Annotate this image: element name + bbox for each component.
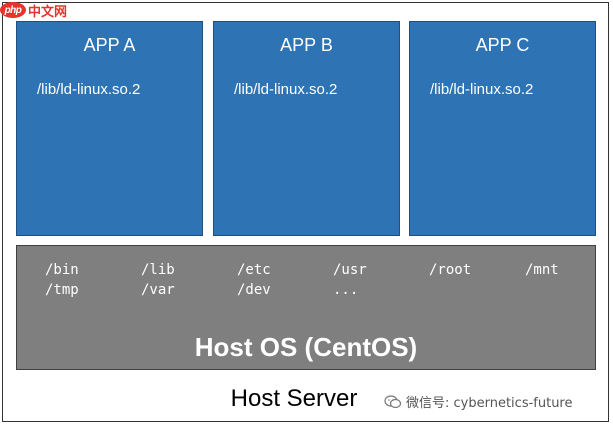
dir-ellipsis: ... <box>333 282 359 298</box>
dir-dev: /dev <box>237 282 271 298</box>
app-c-title: APP C <box>475 35 530 55</box>
dir-tmp: /tmp <box>45 282 79 298</box>
dir-usr: /usr <box>333 262 367 278</box>
app-c-lib-path: /lib/ld-linux.so.2 <box>430 81 534 98</box>
wechat-credit: 微信号: cybernetics-future <box>384 392 573 411</box>
host-os-title: Host OS (CentOS) <box>194 332 418 362</box>
dir-mnt: /mnt <box>525 262 559 278</box>
dir-root: /root <box>429 262 472 278</box>
dir-lib: /lib <box>141 262 175 278</box>
host-os-layer: /bin /lib /etc /usr /root /mnt /tmp /var… <box>16 245 596 370</box>
app-c-container: APP C /lib/ld-linux.so.2 <box>409 21 596 236</box>
watermark-text: 中文网 <box>28 4 68 20</box>
app-b-container: APP B /lib/ld-linux.so.2 <box>213 21 400 236</box>
php-logo: php <box>0 2 26 18</box>
app-a-lib-path: /lib/ld-linux.so.2 <box>37 81 141 98</box>
site-watermark: php 中文网 <box>0 0 67 20</box>
wechat-icon <box>384 394 402 409</box>
dir-etc: /etc <box>237 262 271 278</box>
app-b-lib-path: /lib/ld-linux.so.2 <box>234 81 338 98</box>
dir-var: /var <box>141 282 175 298</box>
dir-bin: /bin <box>45 262 79 278</box>
credit-text: 微信号: cybernetics-future <box>406 396 573 411</box>
app-a-title: APP A <box>83 35 136 55</box>
app-a-container: APP A /lib/ld-linux.so.2 <box>16 21 203 236</box>
host-server-label: Host Server <box>230 385 358 412</box>
app-b-title: APP B <box>280 35 333 55</box>
